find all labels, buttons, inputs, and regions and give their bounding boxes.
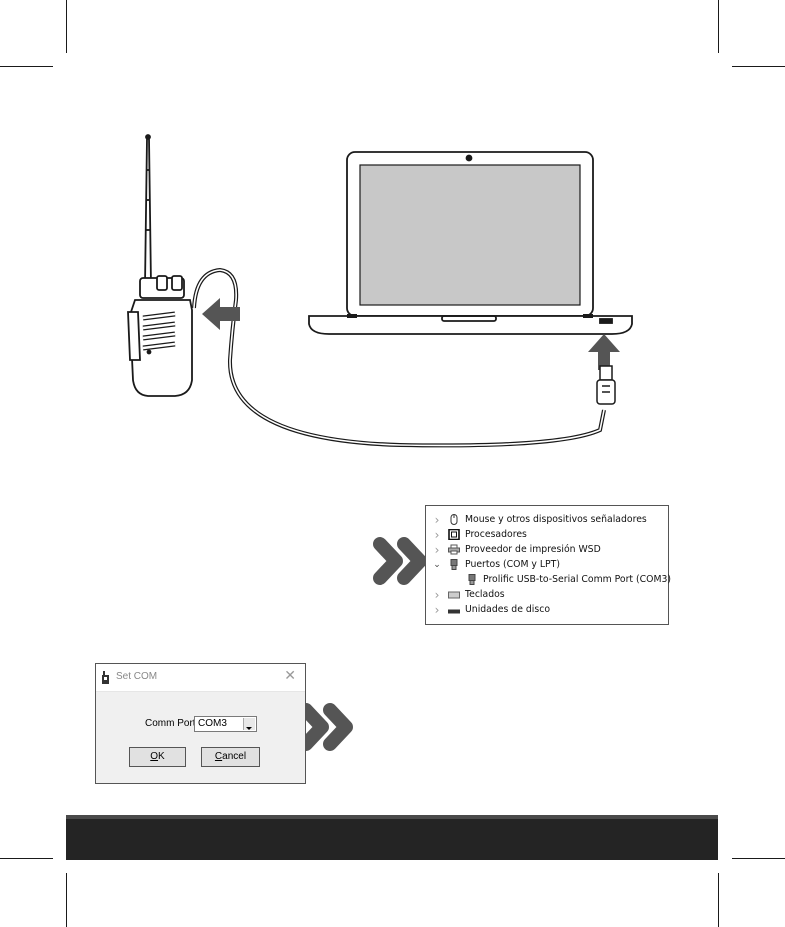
list-item-label: Proveedor de impresión WSD [465, 544, 601, 555]
chevron-down-icon[interactable] [243, 718, 255, 730]
chevron-right-icon[interactable]: › [432, 543, 442, 557]
chevron-down-icon[interactable]: ⌄ [432, 560, 442, 570]
dialog-titlebar: Set COM ✕ [96, 664, 305, 692]
ok-button[interactable]: OK [129, 747, 186, 767]
cancel-button[interactable]: Cancel [201, 747, 260, 767]
processor-icon [448, 529, 460, 540]
list-item-label: Unidades de disco [465, 604, 550, 615]
arrow-icon [588, 334, 620, 370]
list-item[interactable]: › Procesadores [426, 527, 527, 542]
printer-icon [448, 544, 460, 555]
port-icon [448, 559, 460, 570]
footer-bar-highlight [66, 815, 718, 819]
list-item[interactable]: › Proveedor de impresión WSD [426, 542, 601, 557]
list-item[interactable]: › Unidades de disco [426, 602, 550, 617]
list-item[interactable]: › Teclados [426, 587, 505, 602]
device-manager-panel: › Mouse y otros dispositivos señaladores… [425, 505, 669, 625]
comm-port-value: COM3 [198, 718, 227, 729]
comm-port-select[interactable]: COM3 [194, 716, 257, 732]
chevron-right-icon[interactable]: › [432, 528, 442, 542]
footer-bar [66, 815, 718, 860]
disk-icon [448, 604, 460, 615]
list-item-label: Mouse y otros dispositivos señaladores [465, 514, 647, 525]
chevron-right-icon[interactable]: › [432, 603, 442, 617]
list-item[interactable]: › Mouse y otros dispositivos señaladores [426, 512, 647, 527]
app-icon [101, 670, 112, 689]
list-item-label: Puertos (COM y LPT) [465, 559, 560, 570]
keyboard-icon [448, 589, 460, 600]
laptop-icon [309, 152, 632, 334]
list-item-label: Teclados [465, 589, 505, 600]
port-icon [466, 574, 478, 585]
radio-icon [128, 135, 192, 396]
list-item-label: Prolific USB-to-Serial Comm Port (COM3) [483, 574, 671, 585]
list-item[interactable]: ⌄ Puertos (COM y LPT) [426, 557, 560, 572]
list-item-label: Procesadores [465, 529, 527, 540]
set-com-dialog: Set COM ✕ Comm Port COM3 OK Cancel [95, 663, 306, 784]
mouse-icon [448, 514, 460, 525]
dialog-title: Set COM [116, 671, 157, 682]
chevron-right-icon[interactable]: › [432, 513, 442, 527]
close-icon[interactable]: ✕ [284, 668, 296, 684]
chevron-right-icon[interactable]: › [432, 588, 442, 602]
comm-port-label: Comm Port [145, 718, 196, 729]
list-item[interactable]: Prolific USB-to-Serial Comm Port (COM3) [444, 572, 671, 587]
double-chevron-icon [306, 544, 420, 744]
usb-plug-icon [597, 366, 615, 404]
